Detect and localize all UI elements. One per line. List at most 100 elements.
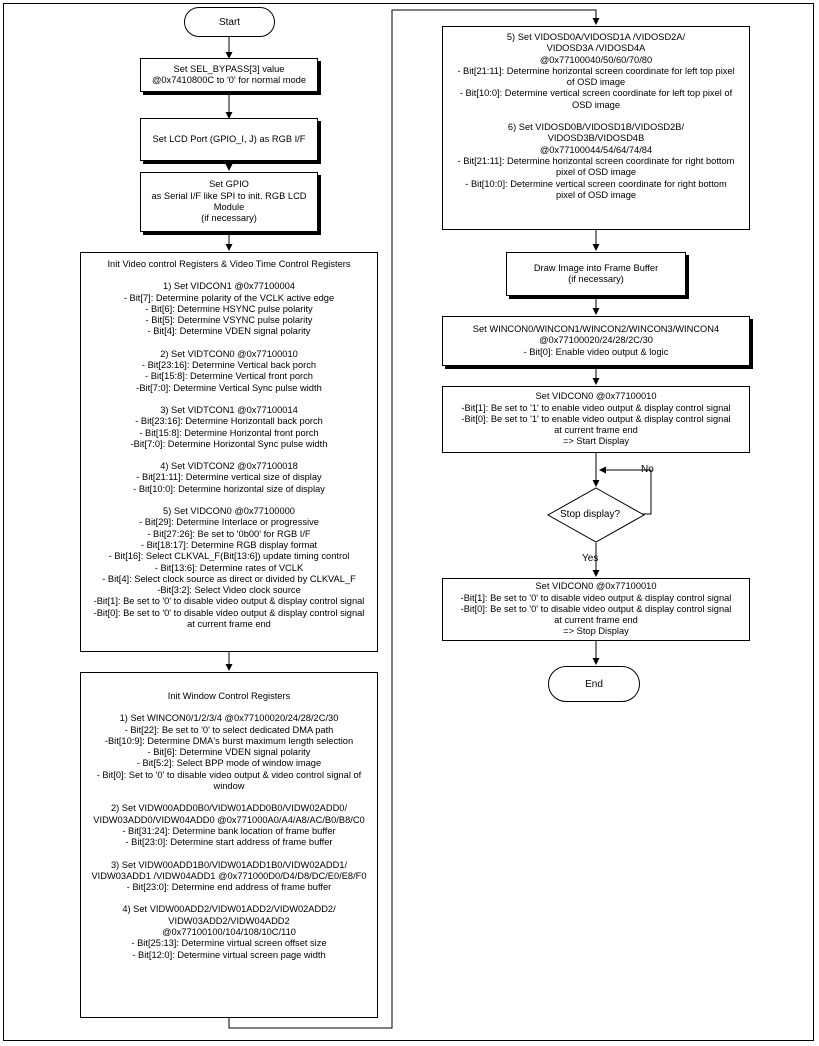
- box-line: Set WINCON0/WINCON1/WINCON2/WINCON3/WINC…: [472, 324, 720, 335]
- spacer: [81, 495, 377, 506]
- gpio-box: Set GPIO as Serial I/F like SPI to init.…: [140, 172, 318, 232]
- arrow-column-connector: [228, 9, 600, 1029]
- register-line: - Bit[12:0]: Determine virtual screen pa…: [132, 949, 326, 960]
- box-line: -Bit[0]: Be set to '0' to disable video …: [460, 603, 732, 614]
- vidcon-stop-box: Set VIDCON0 @0x77100010 -Bit[1]: Be set …: [442, 578, 750, 641]
- spacer: [81, 270, 377, 281]
- wincon-box: Set WINCON0/WINCON1/WINCON2/WINCON3/WINC…: [442, 316, 750, 366]
- decision-diamond: [546, 487, 646, 543]
- register-line: 4) Set VIDW00ADD2/VIDW01ADD2/VIDW02ADD2/: [122, 904, 336, 915]
- video-ctrl-box: Init Video control Registers & Video Tim…: [80, 252, 378, 652]
- box-line: at current frame end: [554, 425, 638, 436]
- register-line: 3) Set VIDW00ADD1B0/VIDW01ADD1B0/VIDW02A…: [110, 859, 348, 870]
- register-line: - Bit[25:13]: Determine virtual screen o…: [131, 938, 327, 949]
- box-line: @0x77100020/24/28/2C/30: [539, 335, 653, 346]
- register-line: - Bit[4]: Determine VDEN signal polarity: [147, 326, 311, 337]
- register-line: 5) Set VIDCON0 @0x77100000: [163, 506, 295, 517]
- register-line: pixel of OSD image: [555, 167, 637, 178]
- register-line: at current frame end: [187, 619, 271, 630]
- diagram-frame: [3, 3, 814, 1041]
- register-line: 2) Set VIDW00ADD0B0/VIDW01ADD0B0/VIDW02A…: [110, 803, 348, 814]
- spacer: [81, 394, 377, 405]
- register-line: VIDOSD3A /VIDOSD4A: [546, 43, 646, 54]
- draw-image-box: Draw Image into Frame Buffer (if necessa…: [506, 252, 686, 296]
- register-line: - Bit[21:11]: Determine vertical size of…: [136, 472, 322, 483]
- register-line: - Bit[7]: Determine polarity of the VCLK…: [123, 292, 335, 303]
- register-line: - Bit[29]: Determine Interlace or progre…: [139, 517, 319, 528]
- register-line: - Bit[10:0]: Determine horizontal size o…: [133, 483, 325, 494]
- box-line: (if necessary): [201, 213, 257, 224]
- box-line: Set LCD Port (GPIO_I, J) as RGB I/F: [152, 133, 306, 144]
- register-line: VIDW03ADD1 /VIDW04ADD1 @0x771000D0/D4/D8…: [91, 870, 367, 881]
- box-line: Set SEL_BYPASS[3] value: [173, 63, 285, 74]
- arrow-no-loop: [599, 466, 652, 515]
- register-line: window: [213, 781, 245, 792]
- end-label: End: [585, 678, 603, 690]
- register-line: 1) Set VIDCON1 @0x77100004: [163, 281, 295, 292]
- sel-bypass-box: Set SEL_BYPASS[3] value @0x7410800C to '…: [140, 58, 318, 92]
- box-line: => Stop Display: [563, 626, 629, 637]
- end-terminator: End: [548, 666, 640, 702]
- register-line: - Bit[21:11]: Determine horizontal scree…: [457, 155, 735, 166]
- register-line: @0x77100100/104/108/10C/110: [162, 927, 296, 938]
- register-line: of OSD image: [566, 77, 626, 88]
- box-line: Set VIDCON0 @0x77100010: [535, 391, 657, 402]
- register-line: 3) Set VIDTCON1 @0x77100014: [160, 404, 298, 415]
- box-title: Init Window Control Registers: [167, 691, 291, 701]
- register-line: -Bit[10:9]: Determine DMA's burst maximu…: [104, 735, 354, 746]
- register-line: - Bit[6]: Determine VDEN signal polarity: [147, 747, 311, 758]
- box-line: -Bit[1]: Be set to '1' to enable video o…: [461, 402, 731, 413]
- start-terminator: Start: [184, 7, 275, 37]
- register-line: - Bit[4]: Select clock source as direct …: [102, 573, 356, 584]
- box-title: Init Video control Registers & Video Tim…: [107, 259, 351, 269]
- osd-box: 5) Set VIDOSD0A/VIDOSD1A /VIDOSD2A/VIDOS…: [442, 26, 750, 230]
- register-line: - Bit[5]: Determine VSYNC pulse polarity: [145, 315, 313, 326]
- register-line: OSD image: [571, 99, 621, 110]
- register-line: - Bit[21:11]: Determine horizontal scree…: [457, 65, 735, 76]
- box-line: -Bit[0]: Be set to '1' to enable video o…: [461, 413, 731, 424]
- no-label: No: [641, 464, 654, 475]
- register-line: - Bit[23:16]: Determine Horizontall back…: [135, 416, 323, 427]
- register-line: -Bit[7:0]: Determine Horizontal Sync pul…: [130, 438, 328, 449]
- register-line: - Bit[23:0]: Determine start address of …: [125, 837, 333, 848]
- register-line: VIDOSD3B/VIDOSD4B: [547, 133, 645, 144]
- spacer: [81, 702, 377, 713]
- yes-label: Yes: [582, 553, 599, 564]
- register-line: 6) Set VIDOSD0B/VIDOSD1B/VIDOSD2B/: [507, 122, 685, 133]
- box-line: Set GPIO: [209, 179, 249, 190]
- register-line: - Bit[6]: Determine HSYNC pulse polarity: [145, 303, 313, 314]
- box-line: Draw Image into Frame Buffer: [533, 262, 659, 273]
- spacer: [443, 111, 749, 122]
- box-line: Set VIDCON0 @0x77100010: [535, 581, 657, 592]
- register-line: - Bit[27:26]: Be set to '0b00' for RGB I…: [147, 528, 311, 539]
- register-line: 2) Set VIDTCON0 @0x77100010: [160, 348, 298, 359]
- register-line: -Bit[7:0]: Determine Vertical Sync pulse…: [136, 382, 322, 393]
- register-line: pixel of OSD image: [555, 189, 637, 200]
- register-line: - Bit[16]: Select CLKVAL_F(Bit[13:6]) up…: [108, 551, 350, 562]
- spacer: [81, 792, 377, 803]
- box-line: @0x7410800C to '0' for normal mode: [151, 75, 307, 85]
- register-line: - Bit[22]: Be set to '0' to select dedic…: [124, 724, 334, 735]
- register-line: 5) Set VIDOSD0A/VIDOSD1A /VIDOSD2A/: [506, 32, 686, 42]
- register-line: - Bit[23:16]: Determine Vertical back po…: [141, 360, 317, 371]
- spacer: [81, 893, 377, 904]
- register-line: -Bit[1]: Be set to '0' to disable video …: [93, 596, 365, 607]
- register-line: 4) Set VIDTCON2 @0x77100018: [160, 461, 298, 472]
- register-line: - Bit[18:17]: Determine RGB display form…: [140, 539, 318, 550]
- register-line: - Bit[0]: Set to '0' to disable video ou…: [96, 769, 362, 780]
- lcd-port-box: Set LCD Port (GPIO_I, J) as RGB I/F: [140, 118, 318, 161]
- spacer: [81, 849, 377, 860]
- register-line: - Bit[15:8]: Determine Horizontal front …: [139, 427, 319, 438]
- spacer: [81, 338, 377, 349]
- register-line: - Bit[23:0]: Determine end address of fr…: [126, 882, 332, 893]
- decision-label: Stop display?: [560, 509, 621, 520]
- box-line: Module: [213, 202, 245, 212]
- box-line: (if necessary): [568, 274, 624, 284]
- register-line: - Bit[10:0]: Determine vertical screen c…: [465, 178, 727, 189]
- box-line: - Bit[0]: Enable video output & logic: [523, 346, 669, 357]
- box-line: as Serial I/F like SPI to init. RGB LCD: [151, 190, 307, 201]
- spacer: [81, 450, 377, 461]
- box-line: -Bit[1]: Be set to '0' to disable video …: [460, 592, 732, 603]
